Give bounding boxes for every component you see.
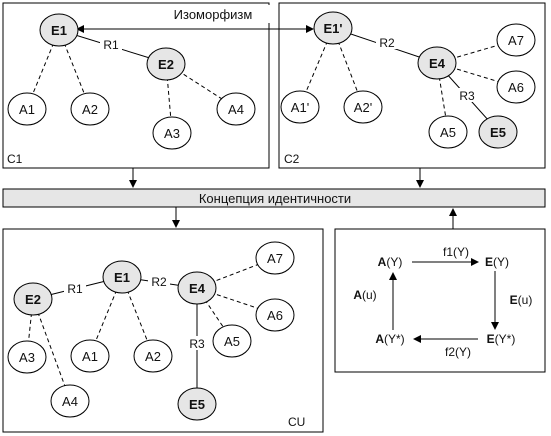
panel-square <box>334 228 546 373</box>
attribute-label-a3: A3 <box>164 126 180 141</box>
edge-label-r3-bg <box>456 88 478 102</box>
entity-node-cu-e5 <box>177 387 217 421</box>
edge-label-cu-r2: R2 <box>151 275 167 289</box>
edge-label-cu-r3: R3 <box>189 337 205 351</box>
attribute-label-cu-a4: A4 <box>62 394 78 409</box>
attribute-label-cu-a6: A6 <box>267 308 283 323</box>
attribute-node-cu-a7 <box>255 241 295 275</box>
attribute-node-a2 <box>70 92 110 126</box>
attribute-label-a5: A5 <box>440 125 456 140</box>
graph-c2: R2 R3 E1' E4 E5 A1' A2' A5 A6 A7 C2 <box>280 11 536 166</box>
concept-bar-label: Концепция идентичности <box>199 191 351 206</box>
edge-label-cu-r2-bg <box>148 274 170 288</box>
edge-label-cu-r1-bg <box>64 281 86 295</box>
attribute-node-cu-a2 <box>133 339 173 373</box>
entity-node-e1 <box>39 13 79 47</box>
entity-label-e1: E1 <box>51 23 67 38</box>
attribute-label-a4: A4 <box>228 102 244 117</box>
entity-label-cu-e5: E5 <box>189 397 205 412</box>
graph-c1: R1 E1 E2 A1 A2 A3 A4 C1 <box>7 13 256 166</box>
attribute-node-a2p <box>343 90 383 124</box>
square-node-bottom-left: A(Y*) <box>375 332 404 346</box>
attribute-node-cu-a3 <box>7 340 47 374</box>
attribute-node-cu-a4 <box>50 384 90 418</box>
square-node-top-left: A(Y) <box>378 255 403 269</box>
square-label-f2: f2(Y) <box>445 345 471 359</box>
edge-label-r2: R2 <box>379 36 395 50</box>
panel-label-c1: C1 <box>7 152 23 166</box>
panel-label-cu: CU <box>288 415 305 429</box>
attribute-label-cu-a2: A2 <box>145 349 161 364</box>
square-label-f1: f1(Y) <box>443 245 469 259</box>
attribute-label-cu-a7: A7 <box>267 251 283 266</box>
attribute-label-a7: A7 <box>508 33 524 48</box>
commutative-square: A(Y) E(Y) A(Y*) E(Y*) f1(Y) f2(Y) A(u) E… <box>353 245 532 359</box>
entity-label-cu-e4: E4 <box>189 281 206 296</box>
attribute-label-a1: A1 <box>19 102 35 117</box>
square-node-bottom-right: E(Y*) <box>487 332 516 346</box>
entity-node-cu-e2 <box>13 282 53 316</box>
attribute-label-cu-a3: A3 <box>19 350 35 365</box>
entity-node-cu-e4 <box>177 271 217 305</box>
edge-label-r1-bg <box>100 37 122 51</box>
entity-node-e5 <box>478 115 518 149</box>
edge-label-r2-bg <box>376 35 398 49</box>
attribute-label-cu-a1: A1 <box>82 349 98 364</box>
attribute-node-a7 <box>496 23 536 57</box>
square-label-au: A(u) <box>353 288 376 302</box>
edge-label-cu-r3-bg <box>185 336 209 350</box>
attribute-node-a6 <box>496 70 536 104</box>
entity-node-e1p <box>313 11 353 45</box>
entity-node-cu-e1 <box>102 260 142 294</box>
attribute-label-a1p: A1' <box>291 100 309 115</box>
graph-cu: R1 R2 R3 E2 E1 E4 E5 A3 A4 A1 A2 A5 A6 A… <box>7 241 305 429</box>
attribute-node-cu-a5 <box>212 324 252 358</box>
attribute-node-a5 <box>428 115 468 149</box>
entity-label-e1p: E1' <box>324 21 343 36</box>
isomorphism-label: Изоморфизм <box>174 7 253 22</box>
attribute-node-a4 <box>216 92 256 126</box>
entity-label-e2: E2 <box>158 57 174 72</box>
edge-label-r1: R1 <box>103 38 119 52</box>
square-node-top-right: E(Y) <box>485 255 509 269</box>
panel-label-c2: C2 <box>284 152 300 166</box>
attribute-label-cu-a5: A5 <box>224 334 240 349</box>
attribute-node-cu-a6 <box>255 298 295 332</box>
attribute-node-a1 <box>7 92 47 126</box>
square-label-eu: E(u) <box>510 293 533 307</box>
entity-label-e5: E5 <box>490 125 506 140</box>
attribute-node-a1p <box>280 90 320 124</box>
edge-label-cu-r1: R1 <box>67 282 83 296</box>
entity-label-cu-e1: E1 <box>114 270 130 285</box>
entity-label-cu-e2: E2 <box>25 292 41 307</box>
attribute-label-a6: A6 <box>508 80 524 95</box>
isomorphism-label-bg <box>155 5 272 23</box>
attribute-label-a2p: A2' <box>354 100 372 115</box>
attribute-label-a2: A2 <box>82 102 98 117</box>
entity-node-e4 <box>417 46 457 80</box>
entity-node-e2 <box>146 47 186 81</box>
edge-cu-e2-a4 <box>32 298 71 401</box>
edge-label-r3: R3 <box>459 89 475 103</box>
entity-label-e4: E4 <box>429 56 446 71</box>
concept-bar <box>2 188 546 208</box>
attribute-node-a3 <box>152 116 192 150</box>
attribute-node-cu-a1 <box>70 339 110 373</box>
